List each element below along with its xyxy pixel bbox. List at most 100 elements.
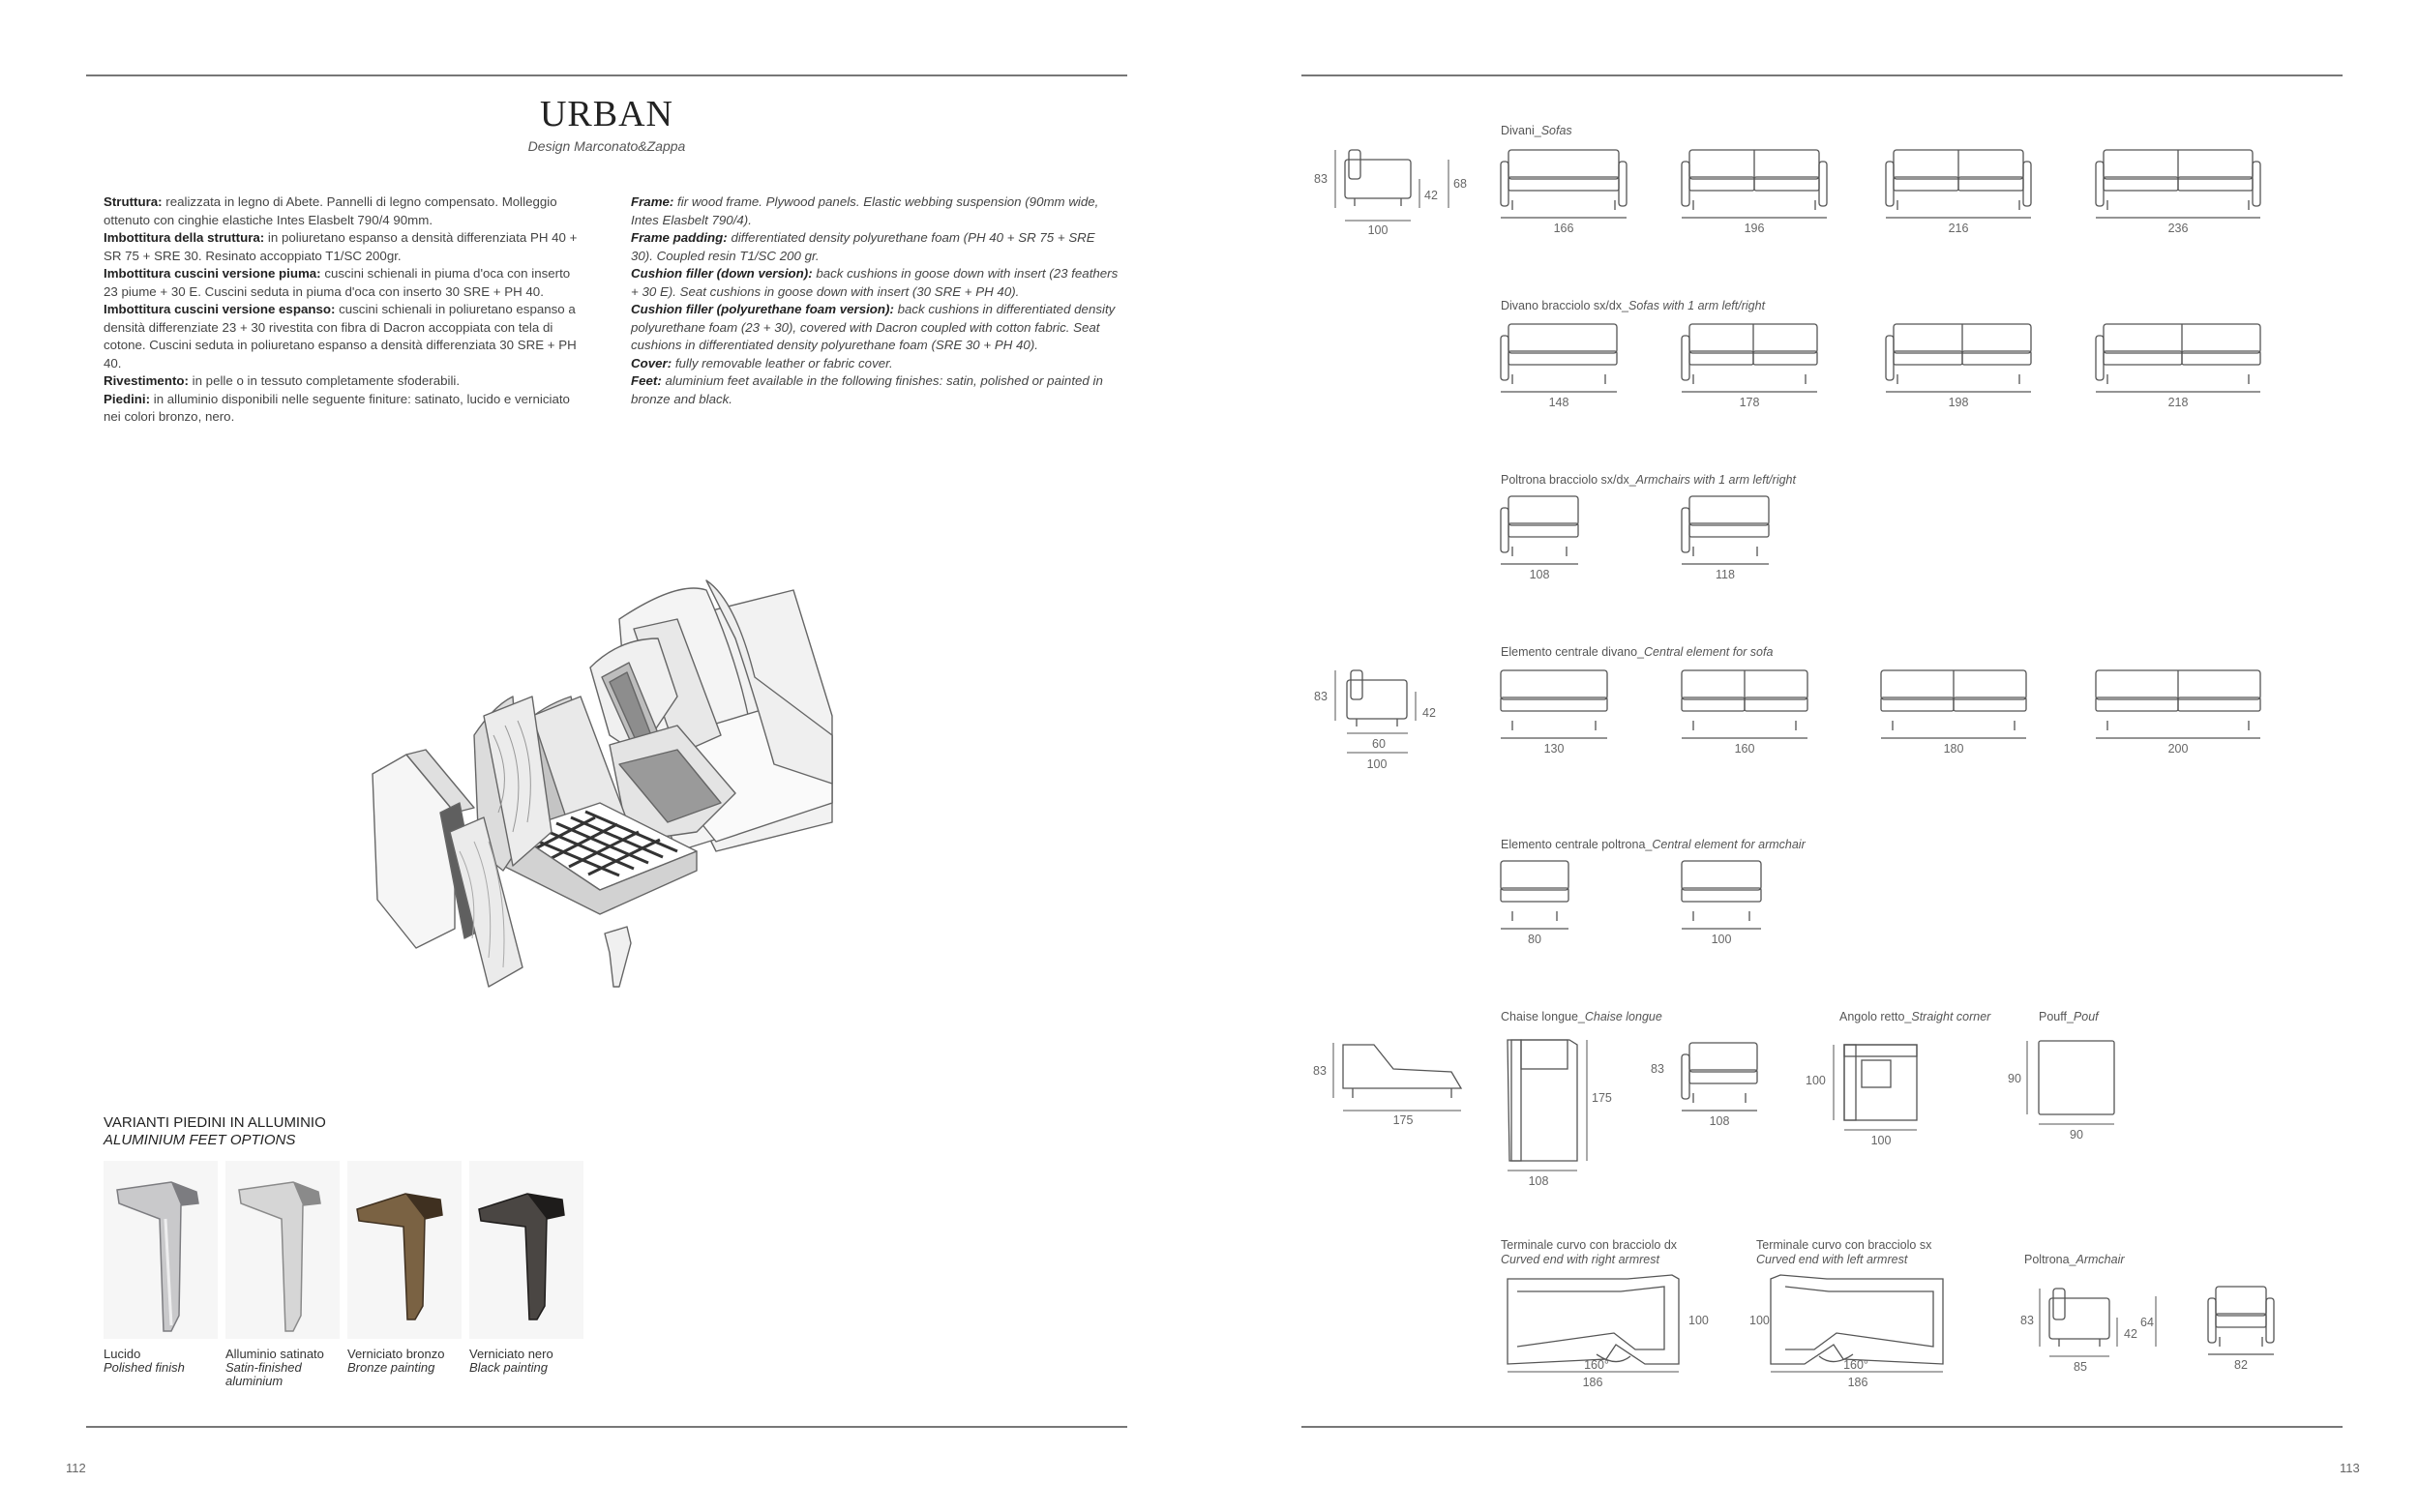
dim-seat: 42 [1424,189,1438,202]
dim-corner-w: 100 [1870,1134,1892,1147]
one-arm-sofa-198 [1885,323,2032,393]
label-sofas: Divani_Sofas [1501,124,1572,137]
armchair-front [2207,1286,2275,1355]
curved-left-plan [1770,1274,1944,1365]
dim-chaise-side: 175 [1392,1113,1414,1127]
dim-c-inner: 60 [1372,737,1386,751]
sofa-236-width: 236 [2167,222,2189,235]
spec-frame-padding-en: Frame padding: differentiated density po… [631,230,1095,263]
dim-height: 83 [1314,172,1328,186]
sofa-166-width: 166 [1553,222,1574,235]
sofa-216 [1885,149,2032,219]
central-sofa-180-width: 180 [1943,742,1964,756]
dim-curved-left-depth: 100 [1749,1314,1770,1327]
corner-plan-view [1843,1044,1918,1121]
product-title: URBAN [539,94,674,134]
spec-feet-en: Feet: aluminium feet available in the fo… [631,373,1103,406]
bottom-rule-left [86,1426,1127,1428]
central-sofa-160 [1681,669,1808,739]
armchair-one-arm-118 [1681,495,1770,565]
side-view-central [1346,669,1408,726]
central-armchair-80-width: 80 [1528,933,1541,946]
spec-down-cushions: Imbottitura cuscini versione piuma: cusc… [104,266,571,299]
one-arm-sofa-178 [1681,323,1818,393]
sofa-216-width: 216 [1948,222,1969,235]
spec-cover: Rivestimento: in pelle o in tessuto comp… [104,373,461,388]
spec-cover-en: Cover: fully removable leather or fabric… [631,355,893,371]
dim-armchair-h: 83 [2020,1314,2034,1327]
one-arm-sofa-218 [2095,323,2261,393]
dim-chaise-plan-w: 108 [1528,1174,1549,1188]
dim-chaise-front-h: 83 [1651,1062,1664,1076]
armchair-one-arm-108 [1500,495,1579,565]
dim-c-depth: 100 [1366,757,1388,771]
top-rule-right [1301,74,2343,76]
one-arm-sofa-178-width: 178 [1739,396,1760,409]
armchair-one-arm-108-width: 108 [1529,568,1550,581]
foot-satin-icon [238,1181,321,1332]
central-sofa-180 [1880,669,2027,739]
specs-italian: Struttura: realizzata in legno di Abete.… [104,193,582,427]
side-view-sofa [1344,149,1412,206]
chaise-side-view [1342,1044,1463,1089]
spec-foam-cushions: Imbottitura cuscini versione espanso: cu… [104,302,577,371]
sofa-196 [1681,149,1828,219]
label-central-sofa: Elemento centrale divano_Central element… [1501,645,1774,659]
feet-options-heading: VARIANTI PIEDINI IN ALLUMINIO ALUMINIUM … [104,1114,326,1149]
pouf-plan-view [2038,1040,2115,1115]
central-armchair-100-width: 100 [1711,933,1732,946]
feet-heading-en: ALUMINIUM FEET OPTIONS [104,1132,296,1148]
top-rule-left [86,74,1127,76]
dim-c-seat: 42 [1422,706,1436,720]
chaise-front-108-width: 108 [1709,1114,1730,1128]
chaise-plan-view [1507,1039,1578,1162]
central-sofa-160-width: 160 [1734,742,1755,756]
dim-pouf-depth: 90 [2008,1072,2021,1085]
label-pouf: Pouff_Pouf [2039,1010,2099,1023]
armchair-one-arm-118-width: 118 [1716,568,1735,581]
chaise-front-108 [1681,1042,1758,1112]
dim-armchair-seat: 42 [2124,1327,2137,1341]
spec-frame-padding: Imbottitura della struttura: in poliuret… [104,230,578,263]
dim-c-height: 83 [1314,690,1328,703]
dim-curved-left-w: 186 [1847,1376,1868,1389]
page-number-right: 113 [2340,1461,2360,1475]
central-sofa-200-width: 200 [2167,742,2189,756]
dim-curved-right-depth: 100 [1688,1314,1709,1327]
central-armchair-100 [1681,860,1762,930]
curved-right-plan [1507,1274,1680,1365]
spec-foam-cushions-en: Cushion filler (polyurethane foam versio… [631,302,1116,352]
dim-armchair-arm: 64 [2140,1316,2154,1329]
sofa-166 [1500,149,1628,219]
label-armchair: Poltrona_Armchair [2024,1253,2125,1266]
sofa-236 [2095,149,2261,219]
spec-feet: Piedini: in alluminio disponibili nelle … [104,391,570,425]
foot-black-photo [469,1161,583,1339]
label-straight-corner: Angolo retto_Straight corner [1839,1010,1991,1023]
label-armchairs-one-arm: Poltrona bracciolo sx/dx_Armchairs with … [1501,473,1796,487]
sofa-196-width: 196 [1744,222,1765,235]
foot-bronze-icon [356,1193,443,1320]
armchair-side-view [2048,1288,2110,1347]
central-sofa-200 [2095,669,2261,739]
label-central-armchair: Elemento centrale poltrona_Central eleme… [1501,838,1806,851]
central-sofa-130 [1500,669,1608,739]
central-armchair-80 [1500,860,1569,930]
dim-curved-right-w: 186 [1582,1376,1603,1389]
specs-english: Frame: fir wood frame. Plywood panels. E… [631,193,1120,408]
dim-curved-right-angle: 160° [1584,1358,1609,1372]
central-sofa-130-width: 130 [1543,742,1565,756]
foot-satin-photo [225,1161,340,1339]
dim-arm: 68 [1453,177,1467,191]
one-arm-sofa-198-width: 198 [1948,396,1969,409]
dim-corner-depth: 100 [1806,1074,1826,1087]
dim-chaise-len: 175 [1592,1091,1612,1105]
one-arm-sofa-148 [1500,323,1618,393]
foot-polished-photo [104,1161,218,1339]
label-one-arm-sofas: Divano bracciolo sx/dx_Sofas with 1 arm … [1501,299,1766,312]
